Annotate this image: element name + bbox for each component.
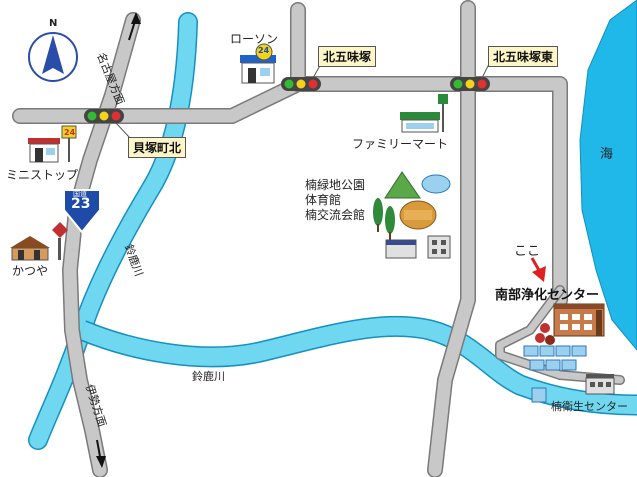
katsuya-label: かつや: [12, 264, 49, 278]
direction-arrow-south: [96, 439, 106, 468]
treatment-tanks-icon: [523, 345, 587, 371]
ministop-store-icon: [28, 125, 77, 163]
intersection-label-kitagomi-zuka-higashi: 北五味塚東: [488, 46, 559, 67]
compass-north-label: N: [49, 18, 58, 29]
tree-icon: [535, 323, 555, 345]
lawson-store-icon: [240, 43, 276, 84]
traffic-light-icon: [450, 77, 490, 91]
ministop-badge: 24: [64, 128, 76, 137]
park-icon: [373, 171, 451, 240]
route-sign-number: 23: [71, 196, 91, 212]
traffic-light-icon: [84, 109, 124, 123]
sea-label: 海: [600, 147, 614, 162]
familymart-store-icon: [400, 94, 448, 133]
route-23-sign-icon: [63, 189, 101, 234]
center-label: 南部浄化センター: [495, 288, 600, 303]
here-label: ここ: [514, 244, 541, 259]
river-label-horizontal: 鈴鹿川: [192, 370, 225, 383]
park-label-line2: 体育館: [305, 193, 342, 207]
route-sign-top-text: 国道: [73, 190, 87, 198]
sanitation-center-icon: [531, 374, 615, 403]
intersection-label-kaizuka-kita: 貝塚町北: [128, 137, 187, 158]
ministop-label: ミニストップ: [6, 168, 79, 182]
sanitation-label: 楠衛生センター: [551, 400, 628, 413]
sea: [579, 0, 637, 351]
intersection-label-kitagomi-zuka: 北五味塚: [318, 46, 377, 67]
katsuya-restaurant-icon: [10, 222, 68, 261]
here-arrow-icon: [530, 257, 546, 282]
park-label-line1: 楠緑地公園: [305, 178, 366, 192]
purification-center-icon: [553, 303, 605, 337]
gym-building-icon: [385, 235, 451, 259]
lawson-badge: 24: [258, 46, 270, 55]
park-label-line3: 楠交流会館: [305, 208, 366, 222]
direction-arrow-north: [128, 12, 141, 41]
familymart-label: ファミリーマート: [352, 137, 449, 151]
compass-icon: [28, 32, 78, 82]
traffic-light-icon: [281, 77, 321, 91]
lawson-label: ローソン: [230, 32, 279, 46]
